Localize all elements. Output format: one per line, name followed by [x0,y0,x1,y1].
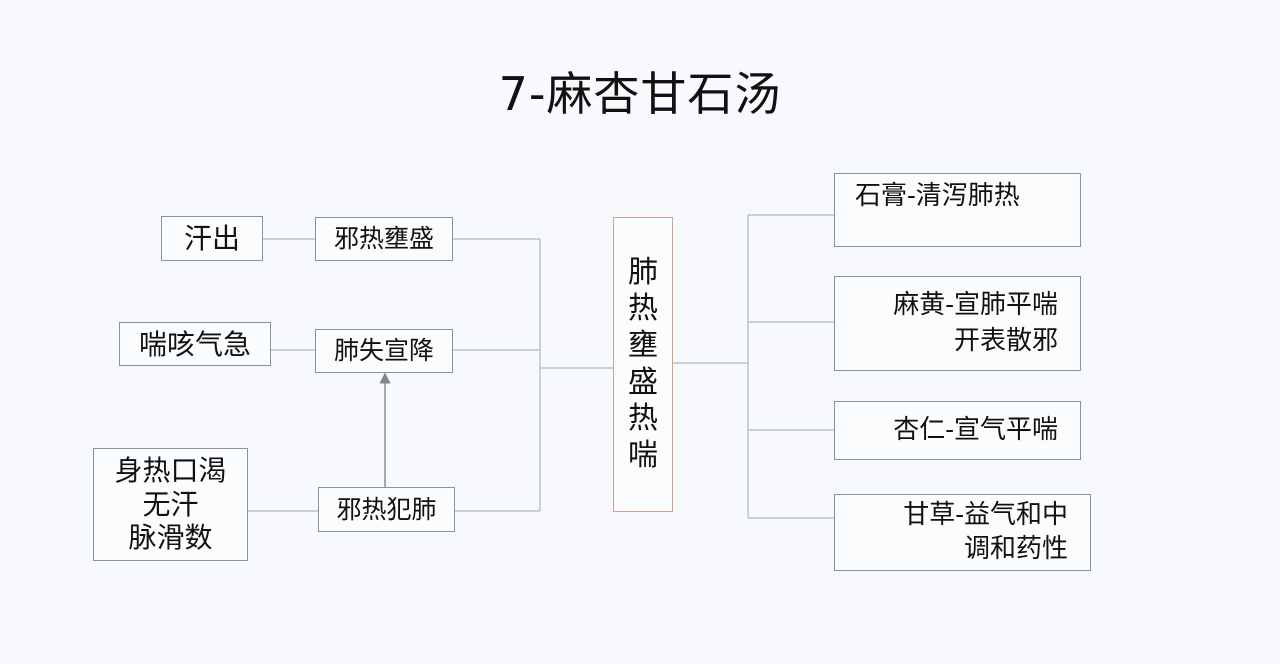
pathology-lung-failure: 肺失宣降 [333,336,434,366]
pathology-heat-congestion: 邪热壅盛 [333,224,434,254]
herb-gancao-line-1: 甘草-益气和中 [903,499,1068,530]
pathology-lung-failure-box: 肺失宣降 [315,329,453,373]
herb-gancao-box: 甘草-益气和中 调和药性 [834,494,1091,571]
symptom-cough: 喘咳气急 [138,327,251,361]
center-char-4: 盛 [628,364,658,400]
herb-mahuang-line-2: 开表散邪 [953,325,1058,356]
pathology-heat-invasion-box: 邪热犯肺 [318,487,455,532]
symptom-sweat-box: 汗出 [161,216,263,261]
symptom-cough-box: 喘咳气急 [119,322,271,366]
center-char-1: 肺 [628,254,658,290]
symptom-sweat: 汗出 [183,222,240,255]
pathology-heat-invasion: 邪热犯肺 [336,494,437,524]
center-char-6: 喘 [628,437,658,473]
herb-mahuang-line-1: 麻黄-宣肺平喘 [893,290,1058,321]
herb-xingren-box: 杏仁-宣气平喘 [834,401,1081,460]
center-char-3: 壅 [628,327,658,363]
center-char-5: 热 [628,401,658,437]
herb-gancao-line-2: 调和药性 [963,533,1068,564]
symptom-fever-line-2: 无汗 [142,487,199,521]
herb-shigao: 石膏-清泻肺热 [855,181,1020,211]
center-diagnosis-box: 肺 热 壅 盛 热 喘 [613,217,673,512]
symptom-fever-line-1: 身热口渴 [114,454,227,488]
herb-shigao-box: 石膏-清泻肺热 [834,173,1081,247]
pathology-heat-congestion-box: 邪热壅盛 [315,217,453,261]
diagram-title: 7-麻杏甘石汤 [498,67,782,121]
symptom-fever-box: 身热口渴 无汗 脉滑数 [93,448,248,561]
center-char-2: 热 [628,291,658,327]
herb-xingren: 杏仁-宣气平喘 [893,415,1058,446]
herb-mahuang-box: 麻黄-宣肺平喘 开表散邪 [834,276,1081,371]
symptom-fever-line-3: 脉滑数 [128,521,213,555]
